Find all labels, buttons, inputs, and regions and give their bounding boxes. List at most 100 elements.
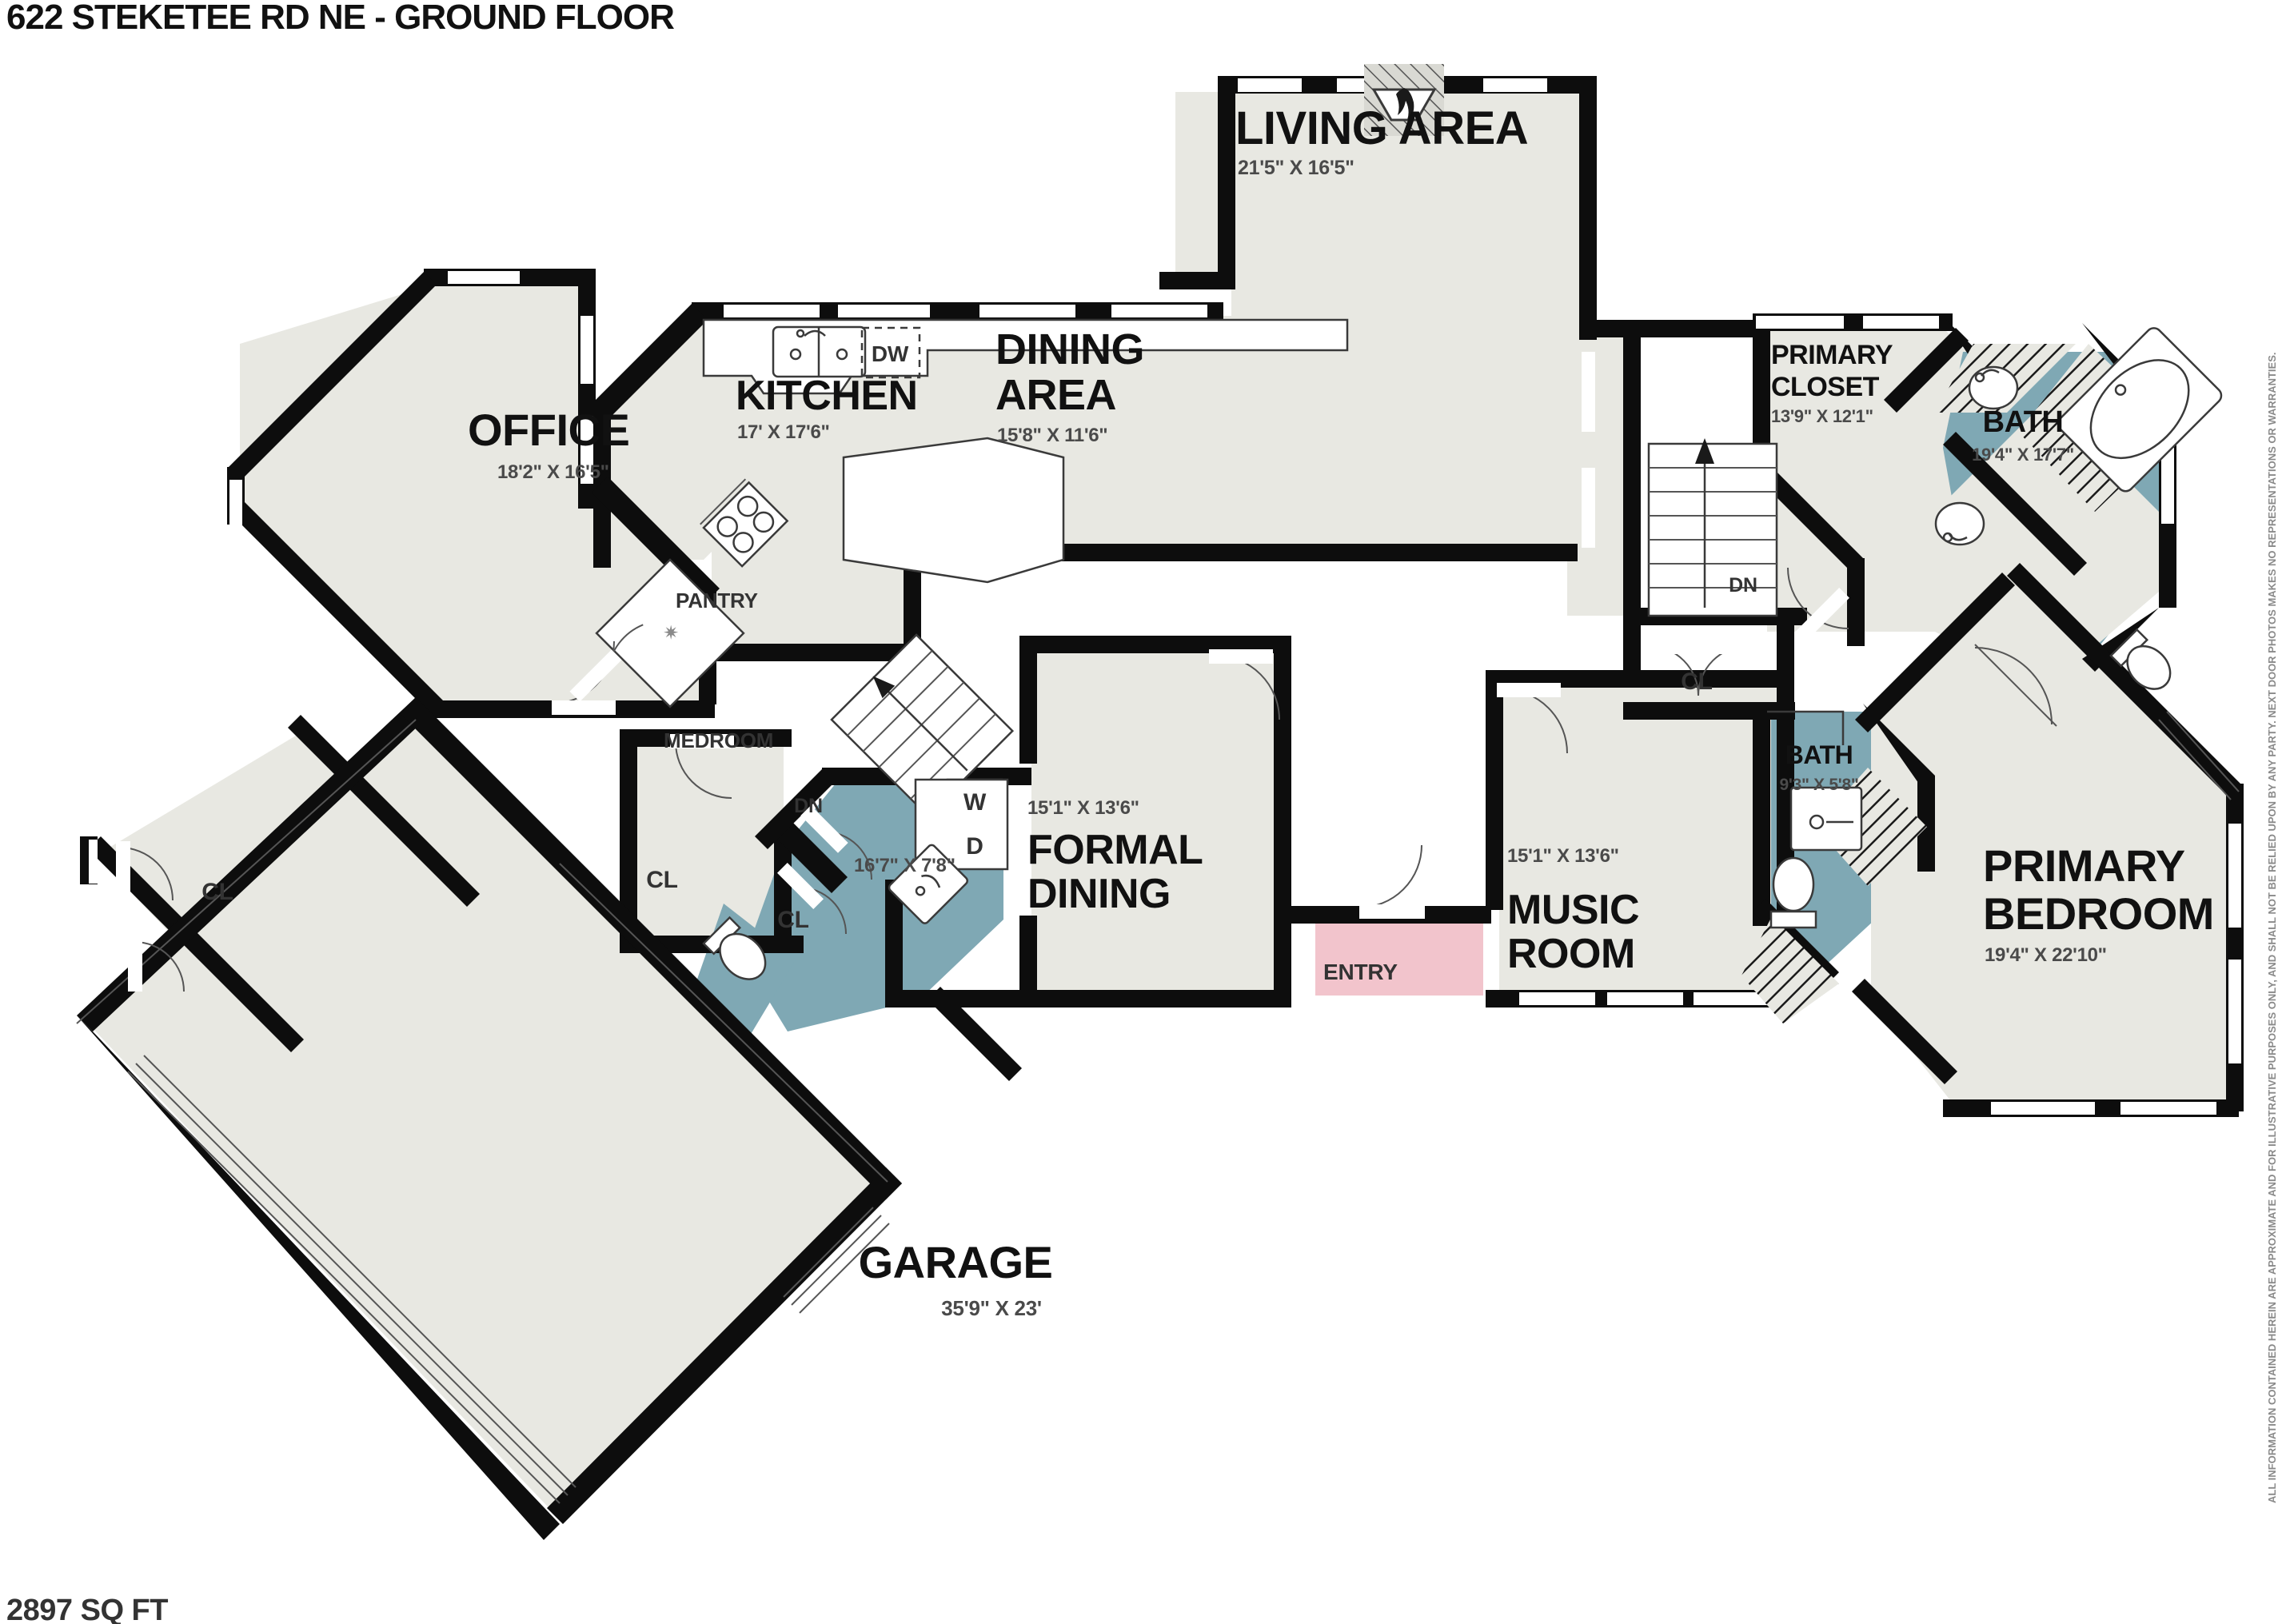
room-dim-hall-bath: 9'3" X 5'8" [1780, 776, 1859, 794]
window-office-4 [229, 480, 242, 528]
window-living-3 [1483, 78, 1547, 92]
room-dim-primary-bath: 19'4" X 17'7" [1972, 445, 2074, 465]
primary-vanity-1 [1968, 365, 2019, 410]
door-entry [1358, 844, 1425, 919]
floor-music-room [1499, 684, 1783, 996]
primary-toilet [2109, 628, 2172, 690]
wall-fd-west-upper [1019, 636, 1037, 764]
room-dim-music-room: 15'1" X 13'6" [1507, 845, 1619, 867]
wall-pbed-ne [2007, 563, 2244, 800]
closet-label-garage-hall: CL [201, 879, 233, 905]
window-pb-1 [2161, 448, 2174, 524]
wall-pb-nw [1884, 328, 1969, 413]
wall-medroom-west [620, 729, 637, 953]
fixtures: ✷ [76, 88, 2223, 1504]
wall-garage-se [547, 1167, 902, 1524]
room-name-hall-bath: BATH [1785, 740, 1853, 769]
wall-pc-east-lower [1847, 558, 1865, 646]
room-dim-office: 18'2" X 16'5" [497, 461, 609, 483]
room-dim-kitchen: 17' X 17'6" [737, 421, 830, 443]
room-dim-garage: 35'9" X 23' [941, 1296, 1041, 1320]
wall-living-left-notch [1159, 272, 1235, 289]
wall-hall-top-right [1641, 320, 1761, 337]
legal-disclaimer: ALL INFORMATION CONTAINED HEREIN ARE APP… [2266, 353, 2278, 1504]
plan-text-layer: 622 STEKETEE RD NE - GROUND FLOOR 2897 S… [6, 0, 2278, 1624]
room-name-living-area: LIVING AREA [1235, 102, 1528, 154]
window-music-1 [1519, 992, 1595, 1005]
floor-kitchen [608, 320, 963, 560]
closet-label-hall-small: CL [777, 907, 809, 933]
garage-overhead-door-2 [783, 1207, 890, 1314]
wall-hall-garage-ne [288, 715, 480, 907]
wall-fd-west-lower [1019, 916, 1037, 1004]
room-name-dining-area-l1: DINING [995, 325, 1144, 373]
window-living-1 [1238, 78, 1302, 92]
room-name-kitchen: KITCHEN [736, 373, 918, 419]
dryer-label: D [966, 833, 983, 860]
primary-vanity-2 [1934, 501, 1985, 546]
room-name-music-room-l2: ROOM [1507, 931, 1635, 977]
floor-formal-dining [1031, 652, 1283, 996]
stairs-main [1647, 438, 1778, 617]
hall-bath-vanity [1789, 786, 1863, 852]
walls [77, 76, 2244, 1540]
window-pbed-3 [1991, 1102, 2095, 1115]
room-name-pantry: PANTRY [676, 589, 758, 612]
hall-bath-shower [1767, 710, 1845, 745]
floor-living-area [1175, 92, 1623, 616]
window-pc-2 [1863, 316, 1939, 329]
window-pbed-4 [2120, 1102, 2216, 1115]
wall-kitchen-diag-left [592, 304, 708, 420]
wall-hb-west [1753, 702, 1770, 926]
wall-closet-diag [774, 820, 848, 893]
pantry-shelves: ✷ [595, 558, 745, 708]
window-dining-1 [979, 305, 1075, 317]
stairs-lower [830, 633, 1015, 817]
room-name-primary-closet-l2: CLOSET [1771, 372, 1880, 402]
window-pbed-2 [2228, 960, 2241, 1063]
kitchen-range [700, 478, 789, 568]
wall-pb-mid [1943, 432, 2087, 576]
closet-label-medroom: CL [646, 867, 678, 893]
window-dining-2 [1111, 305, 1207, 317]
fireplace-symbol [1371, 88, 1437, 122]
wall-fd-south [1019, 990, 1291, 1008]
room-name-music-room-l1: MUSIC [1507, 887, 1639, 933]
door-formal-dining-1 [1209, 649, 1280, 720]
floor-fills [88, 92, 2231, 1519]
room-name-primary-bath: BATH [1983, 405, 2064, 439]
wall-laundry-nw [755, 769, 835, 849]
window-office-1 [448, 271, 520, 284]
total-area-label: 2897 SQ FT [6, 1594, 168, 1624]
room-dim-living-area: 21'5" X 16'5" [1238, 157, 1354, 179]
room-dim-formal-dining: 15'1" X 13'6" [1027, 797, 1139, 819]
room-name-primary-bedroom-l2: BEDROOM [1983, 888, 2214, 939]
wall-office-sw-diag [229, 499, 448, 718]
closet-label-upper-hall: CL [1681, 668, 1713, 695]
washer-label: W [963, 789, 987, 816]
room-name-medroom: MEDROOM [664, 728, 773, 752]
door-medroom [670, 734, 734, 799]
kitchen-island [842, 437, 1065, 584]
wall-hall-garage-sw [88, 836, 304, 1052]
door-primary-closet [1787, 567, 1849, 642]
window-music-2 [1607, 992, 1683, 1005]
room-dim-primary-bedroom: 19'4" X 22'10" [1985, 944, 2107, 966]
wall-dining-left [904, 544, 921, 660]
window-living-5 [1582, 468, 1595, 548]
wall-living-bottom [1218, 544, 1578, 561]
room-name-primary-closet-l1: PRIMARY [1771, 340, 1893, 370]
dishwasher-outline [860, 326, 921, 379]
window-living-4 [1582, 352, 1595, 432]
wall-living-right-upper [1579, 76, 1597, 340]
wall-kitchen-diagonal-group [592, 304, 708, 420]
primary-tub [2057, 327, 2223, 493]
door-bedroom-slider [2158, 711, 2240, 800]
wall-hb-east [1917, 776, 1935, 872]
room-dim-dining-area: 15'8" X 11'6" [997, 425, 1107, 446]
wall-kitchen-bottom [696, 644, 921, 661]
room-name-entry: ENTRY [1323, 960, 1398, 984]
wall-living-hall-div [1623, 332, 1641, 612]
window-hall-1 [89, 840, 98, 884]
